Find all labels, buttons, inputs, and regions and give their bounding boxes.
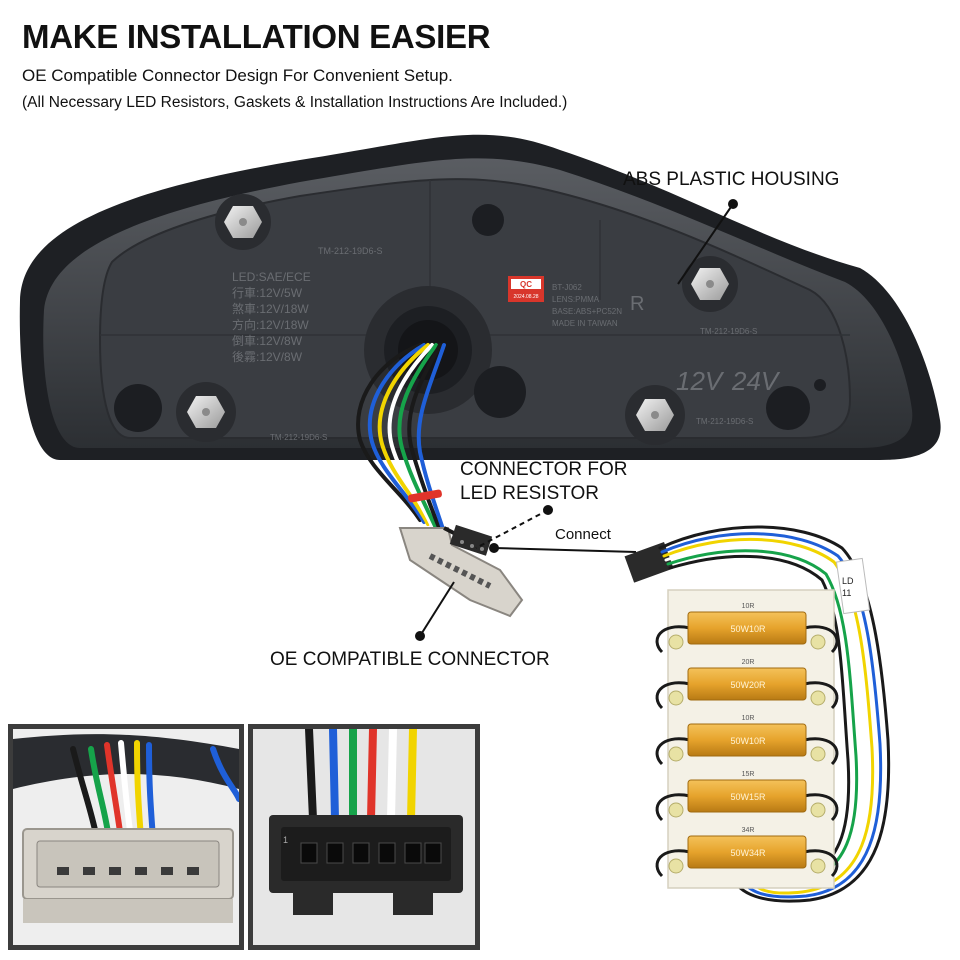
resistor-value-print: 15R xyxy=(742,771,755,778)
svg-text:BT-J062: BT-J062 xyxy=(552,283,582,292)
svg-text:行車:12V/5W: 行車:12V/5W xyxy=(232,286,303,300)
callout-resistor-pointer xyxy=(475,505,553,549)
resistor-label: 50W10R xyxy=(730,624,766,634)
resistor: 10R 50W10R xyxy=(655,603,839,654)
callout-connect-pointer xyxy=(489,543,637,553)
stud-bottom-right xyxy=(625,385,685,445)
oe-connector-face xyxy=(22,828,234,923)
resistor-board-wires xyxy=(658,525,891,903)
callout-resistor-connector-label-2: LED RESISTOR xyxy=(460,483,600,504)
voltage-mark: 12V xyxy=(676,366,725,396)
material-text: BT-J062 LENS:PMMA BASE:ABS+PC52N MADE IN… xyxy=(552,283,622,328)
svg-text:LED:SAE/ECE: LED:SAE/ECE xyxy=(232,270,311,284)
svg-text:BASE:ABS+PC52N: BASE:ABS+PC52N xyxy=(552,307,622,316)
resistor-value-print: 10R xyxy=(742,715,755,722)
svg-text:MADE IN TAIWAN: MADE IN TAIWAN xyxy=(552,319,618,328)
callout-resistor-connector-label-1: CONNECTOR FOR xyxy=(460,459,628,480)
part-number-left: TM-212-19D6-S xyxy=(270,433,327,442)
stud-top-left xyxy=(215,194,271,250)
svg-text:LENS:PMMA: LENS:PMMA xyxy=(552,295,600,304)
resistor: 10R 50W10R xyxy=(655,715,839,766)
pin-one-label: 1 xyxy=(283,835,288,845)
housing-markings: TM-212-19D6-S LED:SAE/ECE 行車:12V/5W 煞車:1… xyxy=(232,246,781,442)
svg-text:煞車:12V/18W: 煞車:12V/18W xyxy=(232,302,309,316)
resistor-label: 50W10R xyxy=(730,736,766,746)
resistor-label: 50W20R xyxy=(730,680,766,690)
part-number-top: TM-212-19D6-S xyxy=(318,246,383,256)
female-connector-face: 1 xyxy=(269,815,463,915)
svg-text:2024.08.28: 2024.08.28 xyxy=(513,294,538,300)
inset-resistor-connector-closeup: 1 xyxy=(248,724,480,950)
resistor-label: 50W15R xyxy=(730,792,766,802)
resistor: 15R 50W15R xyxy=(655,771,839,822)
wire-harness xyxy=(356,343,446,534)
included-note: (All Necessary LED Resistors, Gaskets & … xyxy=(22,94,568,111)
stud-bottom-left xyxy=(176,382,236,442)
inset-oe-connector-closeup xyxy=(8,724,244,950)
svg-text:倒車:12V/8W: 倒車:12V/8W xyxy=(232,334,303,348)
stud-mid-right xyxy=(682,256,738,312)
resistor-label: 50W34R xyxy=(730,848,766,858)
callout-housing-pointer xyxy=(677,199,738,285)
side-marker: R xyxy=(630,293,644,315)
resistor-connector-plug xyxy=(443,524,493,556)
qc-sticker: QC 2024.08.28 xyxy=(508,276,544,302)
part-number-bottom: TM-212-19D6-S xyxy=(696,417,753,426)
callout-housing-label: ABS PLASTIC HOUSING xyxy=(623,169,840,190)
svg-text:QC: QC xyxy=(520,280,532,289)
resistor: 34R 50W34R xyxy=(655,827,839,878)
callout-oe-connector-label: OE COMPATIBLE CONNECTOR xyxy=(270,649,550,670)
board-tag-2: 11 xyxy=(842,588,851,598)
resistor-list: 10R 50W10R 20R 50W20R 10R 50W10R 15R 50W15R 34R 5… xyxy=(655,603,839,878)
resistor-harness-plug xyxy=(624,542,674,583)
callout-connect-label: Connect xyxy=(555,526,611,543)
resistor-value-print: 10R xyxy=(742,603,755,610)
mounting-studs xyxy=(114,194,826,445)
resistor-value-print: 34R xyxy=(742,827,755,834)
headline: MAKE INSTALLATION EASIER xyxy=(22,18,491,55)
resistor-value-print: 20R xyxy=(742,659,755,666)
oe-connector xyxy=(398,527,524,618)
svg-text:後霧:12V/8W: 後霧:12V/8W xyxy=(232,350,303,364)
board-tag: LD xyxy=(842,576,854,586)
part-number-right: TM-212-19D6-S xyxy=(700,327,757,336)
subtitle: OE Compatible Connector Design For Conve… xyxy=(22,66,453,85)
callout-oe-pointer xyxy=(415,581,455,641)
svg-text:方向:12V/18W: 方向:12V/18W xyxy=(232,317,309,332)
voltage-alt-mark: 24V xyxy=(731,366,781,396)
resistor: 20R 50W20R xyxy=(655,659,839,710)
led-spec-text: LED:SAE/ECE 行車:12V/5W 煞車:12V/18W 方向:12V/… xyxy=(232,270,311,364)
